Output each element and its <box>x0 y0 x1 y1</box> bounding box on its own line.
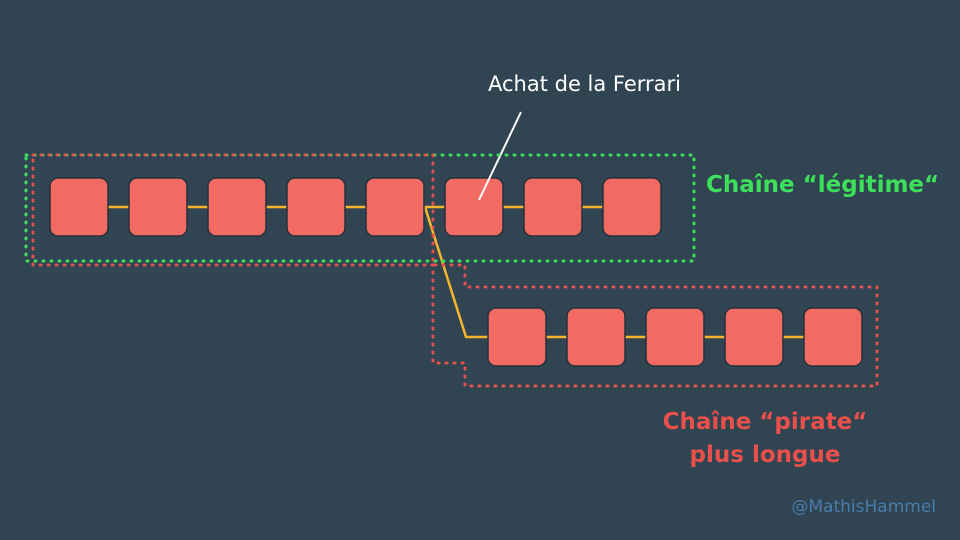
pirate-chain-label-line1: Chaîne “pirate“ <box>662 409 868 435</box>
pirate-block-5 <box>803 307 863 367</box>
legit-block-7 <box>523 177 583 237</box>
pirate-block-3 <box>645 307 705 367</box>
legit-block-2 <box>128 177 188 237</box>
pirate-block-4 <box>724 307 784 367</box>
pirate-chain-label: Chaîne “pirate“ plus longue <box>655 406 875 472</box>
legit-block-5 <box>365 177 425 237</box>
pirate-chain-label-line2: plus longue <box>689 442 841 468</box>
legit-block-1 <box>49 177 109 237</box>
legit-block-4 <box>286 177 346 237</box>
legit-block-8 <box>602 177 662 237</box>
legit-block-3 <box>207 177 267 237</box>
legit-block-6 <box>444 177 504 237</box>
legit-chain-label: Chaîne “légitime“ <box>706 172 940 198</box>
legit-chain-frame <box>24 153 696 263</box>
pirate-chain-frame <box>31 153 879 388</box>
annotation-label: Achat de la Ferrari <box>488 72 682 96</box>
author-credit: @MathisHammel <box>791 497 936 517</box>
pirate-block-2 <box>566 307 626 367</box>
pirate-block-1 <box>487 307 547 367</box>
